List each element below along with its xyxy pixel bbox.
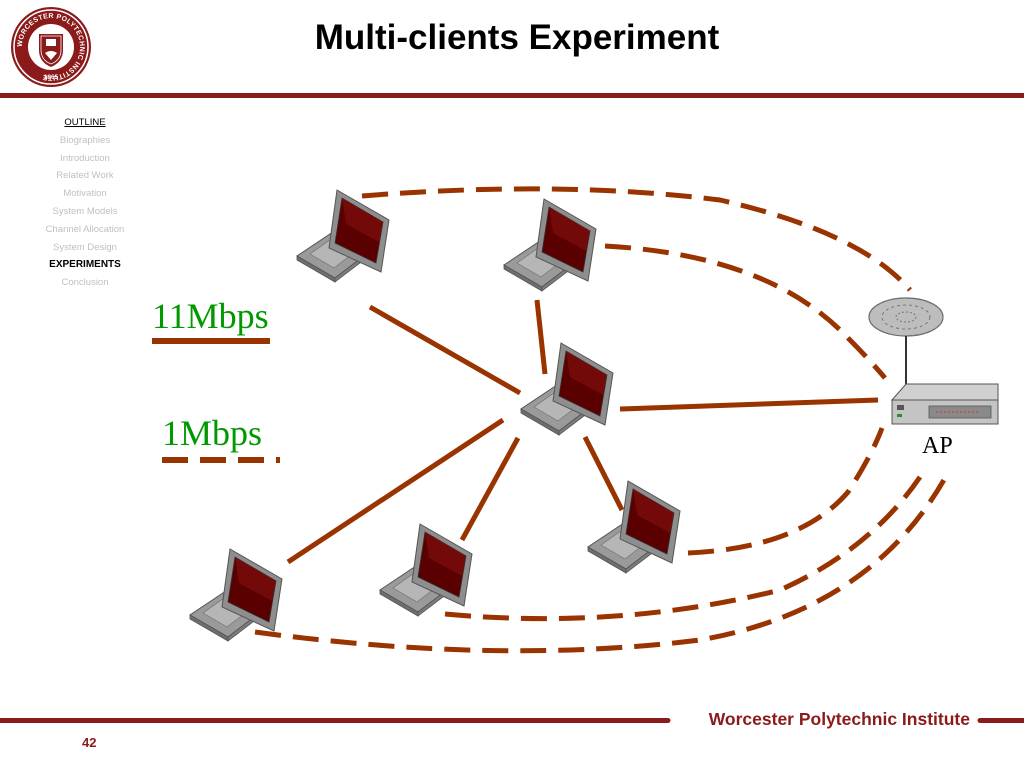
top-divider (0, 93, 1024, 98)
solid-link-laptop-2 (534, 299, 548, 375)
outline-item-conclusion[interactable]: Conclusion (61, 277, 109, 289)
dashed-link-laptop-2 (604, 243, 887, 380)
solid-link-laptop-6 (459, 436, 521, 542)
outline-item-biographies[interactable]: Biographies (59, 134, 111, 146)
slide-title: Multi-clients Experiment (314, 18, 720, 57)
bottom-divider (0, 718, 1024, 723)
page-number: 42 (82, 735, 97, 750)
solid-link-laptop-1 (368, 304, 522, 396)
laptop-4 (587, 480, 681, 574)
dashed-link-laptop-4 (687, 427, 885, 556)
solid-link-laptop-5 (286, 417, 505, 565)
outline-item-related-work[interactable]: Related Work (56, 170, 114, 182)
legend-dashed-label: 1Mbps (162, 413, 263, 453)
laptop-6 (379, 523, 473, 617)
wpi-seal-logo: WORCESTER POLYTECHNIC INSTITUTE 1865 (11, 7, 91, 87)
outline-item-introduction[interactable]: Introduction (60, 152, 110, 164)
ap-label: AP (922, 433, 953, 459)
dashed-link-laptop-1 (361, 186, 912, 292)
dashed-link-laptop-5 (254, 476, 948, 654)
outline-header[interactable]: OUTLINE (64, 117, 106, 128)
outline-item-system-design[interactable]: System Design (53, 241, 117, 253)
solid-link-laptop-4 (582, 435, 625, 512)
outline-item-channel-allocation[interactable]: Channel Allocation (45, 223, 125, 235)
legend-solid-label: 11Mbps (152, 296, 269, 336)
laptop-2 (503, 198, 597, 292)
logo-year: 1865 (44, 74, 59, 81)
outline-item-system-models[interactable]: System Models (52, 205, 118, 217)
outline-nav: OUTLINE Biographies Introduction Related… (35, 116, 135, 294)
outline-item-experiments[interactable]: EXPERIMENTS (49, 259, 121, 271)
laptop-1 (296, 189, 390, 283)
outline-item-motivation[interactable]: Motivation (63, 188, 107, 200)
dashed-link-laptop-6 (444, 475, 923, 622)
solid-link-ap (619, 397, 879, 412)
access-point-icon (868, 297, 999, 425)
laptop-5 (189, 548, 283, 642)
footer-institution-name: Worcester Polytechnic Institute (708, 709, 970, 729)
laptop-center (520, 342, 614, 436)
